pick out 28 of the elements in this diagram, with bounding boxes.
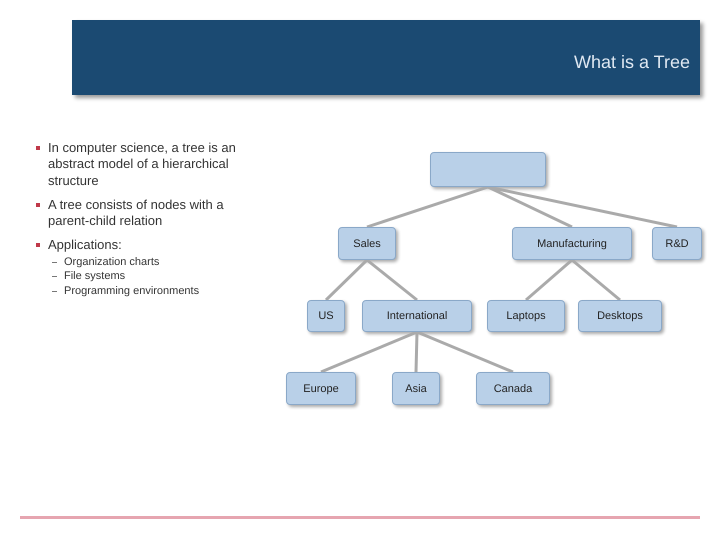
tree-node: Laptops <box>487 300 565 332</box>
connector-line <box>488 186 678 228</box>
tree-node: US <box>307 300 345 332</box>
connector-line <box>571 258 621 302</box>
connector-line <box>414 332 418 372</box>
tree-node: Canada <box>476 372 550 405</box>
empty-node-box <box>430 152 546 187</box>
connector-line <box>366 258 418 302</box>
bullet-text: Applications: <box>34 237 259 254</box>
tree-node: R&D <box>652 227 702 260</box>
bullet-text: File systems <box>34 270 259 284</box>
connector-line <box>366 186 488 228</box>
bullet-text: A tree consists of nodes with a parent-child relation <box>34 196 259 230</box>
connector-line <box>320 330 418 374</box>
bullet-text: In computer science, a tree is an abstract model of a hierarchical structure <box>34 140 259 189</box>
connector-line <box>487 186 573 228</box>
tree-node: Europe <box>286 372 356 405</box>
tree-node: Manufacturing <box>512 227 632 260</box>
tree-node: International <box>362 300 472 332</box>
tree-node: Desktops <box>578 300 662 332</box>
tree-node: Asia <box>392 372 440 405</box>
connector-line <box>525 258 573 302</box>
bullet-text: Organization charts <box>34 256 259 270</box>
connector-line <box>416 330 514 374</box>
tree-node: Sales <box>338 227 396 260</box>
slide-title: What is a Tree <box>574 52 690 73</box>
bullet-text: Programming environments <box>34 285 259 299</box>
connector-line <box>324 258 368 302</box>
